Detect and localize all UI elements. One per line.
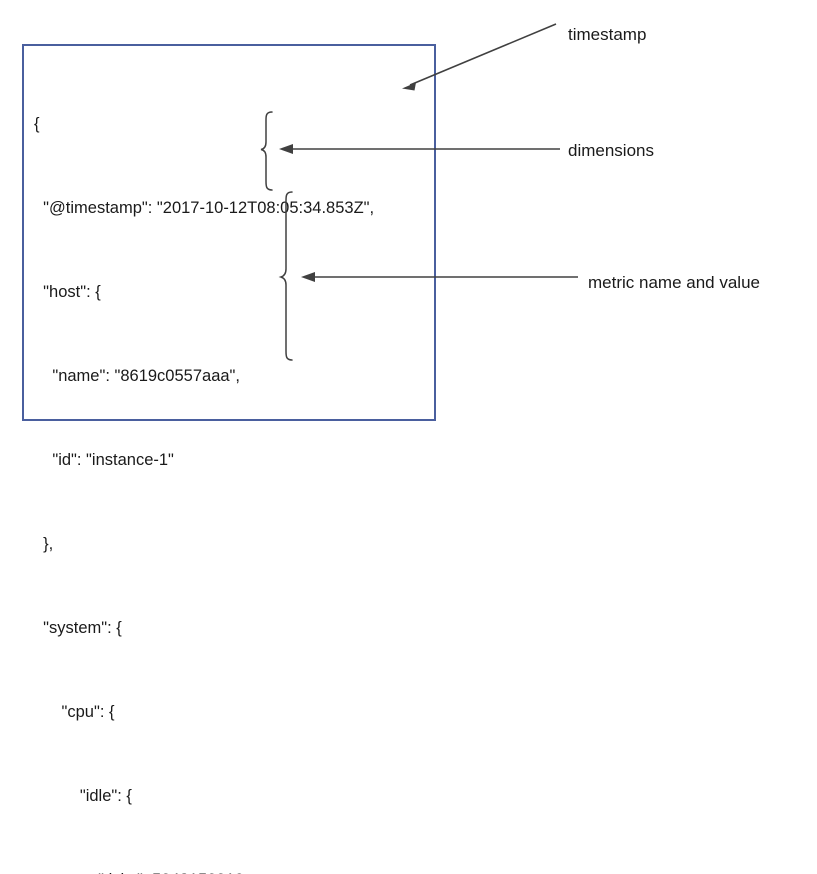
annotation-label-metric: metric name and value — [588, 273, 760, 292]
json-line-host-open: "host": { — [34, 283, 101, 301]
diagram-canvas: { "@timestamp": "2017-10-12T08:05:34.853… — [22, 23, 760, 874]
json-document-text: { "@timestamp": "2017-10-12T08:05:34.853… — [34, 54, 430, 874]
json-line-host-name: "name": "8619c0557aaa", — [34, 367, 240, 385]
json-line-idle-open: "idle": { — [34, 787, 132, 805]
json-line-host-id: "id": "instance-1" — [34, 451, 174, 469]
annotation-label-timestamp: timestamp — [568, 25, 647, 44]
json-line-system-open: "system": { — [34, 619, 122, 637]
annotation-label-dimensions: dimensions — [568, 141, 654, 160]
json-line-cpu-open: "cpu": { — [34, 703, 115, 721]
json-line-timestamp: "@timestamp": "2017-10-12T08:05:34.853Z"… — [34, 199, 375, 217]
json-line-host-close: }, — [34, 535, 54, 553]
json-document-box: { "@timestamp": "2017-10-12T08:05:34.853… — [22, 44, 436, 874]
json-line: { — [34, 115, 40, 133]
json-line-ticks: "ticks": 5843152812 — [34, 866, 430, 874]
